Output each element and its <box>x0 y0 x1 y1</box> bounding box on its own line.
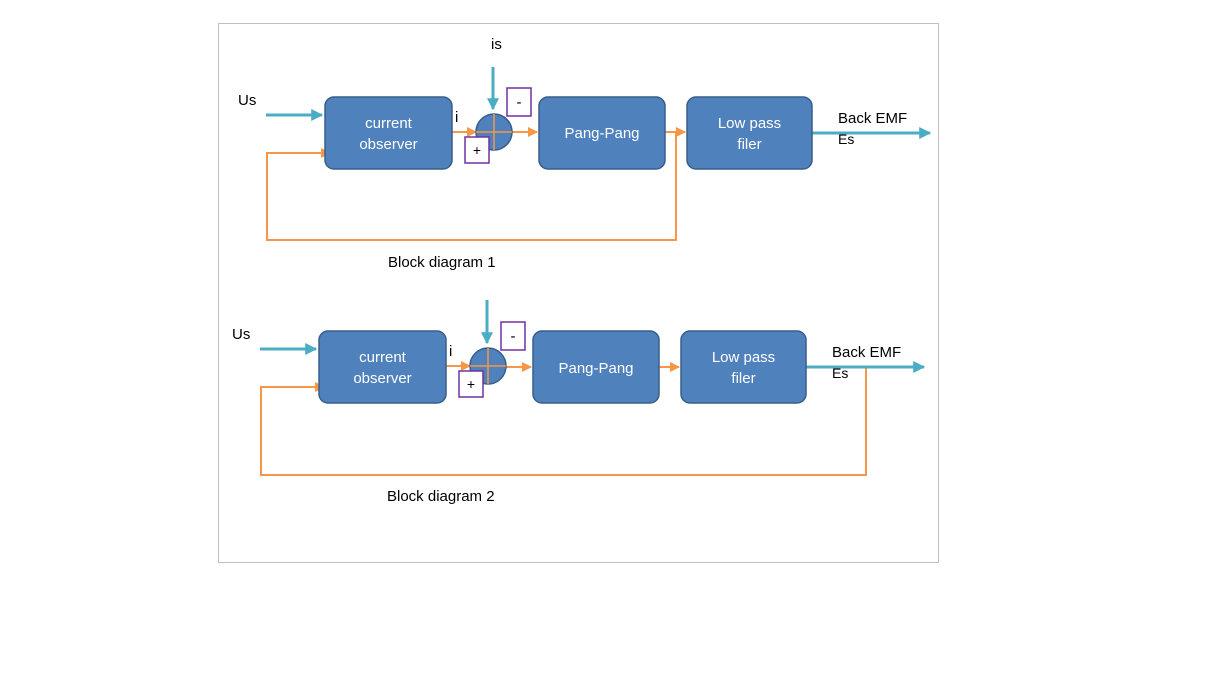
minus-sign-box-1 <box>506 87 532 117</box>
output-label-2a: Back EMF <box>832 344 901 361</box>
reference-label-1: is <box>491 36 502 53</box>
low-pass-filter-block-2 <box>680 330 807 404</box>
pang-pang-block-2 <box>532 330 660 404</box>
controller-label-1: Pang-Pang <box>564 125 639 142</box>
block-diagram-1: current observer Pang-Pang Low pass file… <box>238 36 932 271</box>
current-observer-block-1 <box>324 96 453 170</box>
plus-sign-box-2 <box>458 370 484 398</box>
minus-sign-box-2 <box>500 321 526 351</box>
minus-sign-1: - <box>517 94 522 111</box>
output-label-2b: Es <box>832 365 848 381</box>
caption-2: Block diagram 2 <box>387 488 495 505</box>
filter-label-1a: Low pass <box>718 115 781 132</box>
current-label-1: i <box>455 109 458 126</box>
filter-label-1b: filer <box>737 136 761 153</box>
input-label-2: Us <box>232 326 250 343</box>
feedback-line-1 <box>266 133 677 241</box>
block-diagram-2: current observer Pang-Pang Low pass file… <box>232 300 926 505</box>
observer-label-2a: current <box>359 349 407 366</box>
output-label-1b: Es <box>838 131 854 147</box>
observer-label-2b: observer <box>353 370 411 387</box>
filter-label-2a: Low pass <box>712 349 775 366</box>
current-observer-block-2 <box>318 330 447 404</box>
observer-label-1a: current <box>365 115 413 132</box>
low-pass-filter-block-1 <box>686 96 813 170</box>
current-label-2: i <box>449 343 452 360</box>
observer-label-1b: observer <box>359 136 417 153</box>
feedback-line-2 <box>260 367 867 476</box>
plus-sign-1: + <box>473 142 481 158</box>
output-label-1a: Back EMF <box>838 110 907 127</box>
plus-sign-2: + <box>467 376 475 392</box>
controller-label-2: Pang-Pang <box>558 360 633 377</box>
filter-label-2b: filer <box>731 370 755 387</box>
pang-pang-block-1 <box>538 96 666 170</box>
caption-1: Block diagram 1 <box>388 254 496 271</box>
minus-sign-2: - <box>511 328 516 345</box>
plus-sign-box-1 <box>464 136 490 164</box>
input-label-1: Us <box>238 92 256 109</box>
